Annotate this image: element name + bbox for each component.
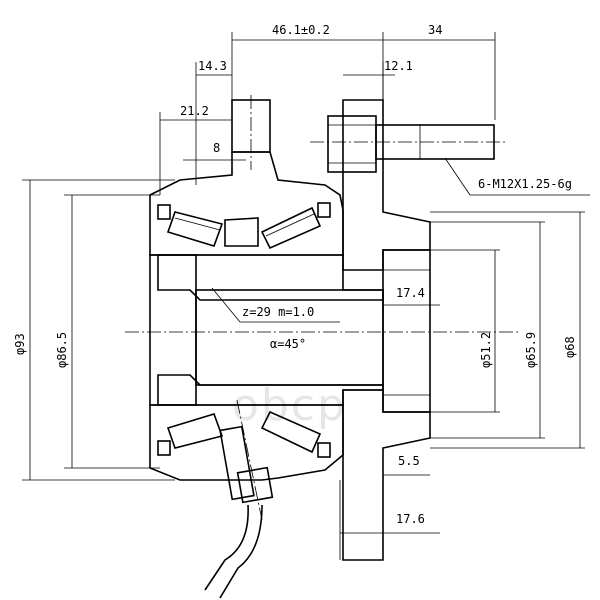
lower-bearing [157, 410, 331, 458]
center-lines [125, 95, 520, 521]
left-dimensions: φ93 φ86.5 [13, 179, 175, 481]
upper-bearing [157, 202, 331, 250]
dim-dia-65-9: φ65.9 [524, 332, 538, 368]
dim-dia-93: φ93 [13, 333, 27, 355]
dim-dia-86-5: φ86.5 [55, 332, 69, 368]
dim-flange-thickness: 12.1 [384, 59, 413, 73]
abs-sensor [204, 425, 274, 599]
dim-stud-length: 34 [428, 23, 442, 37]
dim-small-offset: 8 [213, 141, 220, 155]
inner-dimensions: 17.4 5.5 17.6 [339, 286, 440, 560]
gear-annotation: z=29 m=1.0 α=45° [211, 287, 340, 351]
dim-step-5-5: 5.5 [398, 454, 420, 468]
gear-spec-label: z=29 m=1.0 [242, 305, 314, 319]
dim-hub-offset: 21.2 [180, 104, 209, 118]
stud-spec-label: 6-M12X1.25-6g [478, 177, 572, 191]
wheel-stud: 6-M12X1.25-6g [310, 115, 590, 196]
hub-body [149, 99, 431, 561]
right-dimensions: φ51.2 φ65.9 φ68 [383, 211, 585, 449]
pressure-angle-label: α=45° [270, 337, 306, 351]
dim-bore-depth: 17.4 [396, 286, 425, 300]
dim-dia-68: φ68 [563, 336, 577, 358]
dim-step-17-6: 17.6 [396, 512, 425, 526]
dim-dia-51-2: φ51.2 [479, 332, 493, 368]
dim-flange-offset: 14.3 [198, 59, 227, 73]
dim-width-overall: 46.1±0.2 [272, 23, 330, 37]
top-dimensions: 46.1±0.2 34 14.3 12.1 21.2 8 [159, 23, 496, 195]
